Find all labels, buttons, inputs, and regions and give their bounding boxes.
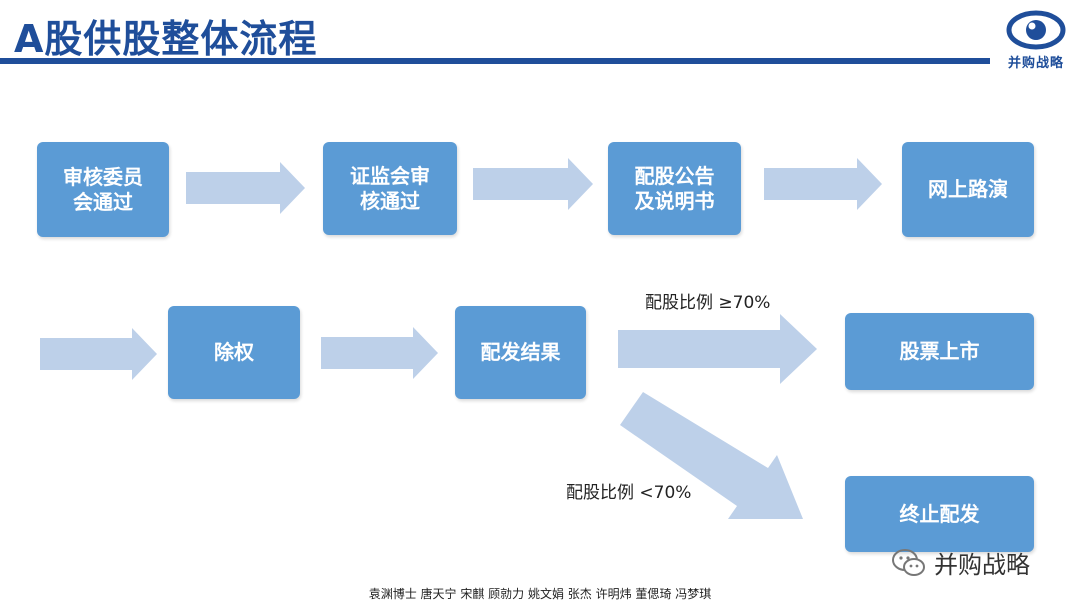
watermark: 并购战略 (892, 545, 1030, 580)
page-title: A股供股整体流程 (14, 17, 318, 61)
node-result: 配发结果 (455, 306, 586, 399)
node-csrc: 证监会审 核通过 (323, 142, 457, 235)
arrow-result-to-listing (618, 314, 817, 384)
footer-authors: 袁渊博士 唐天宁 宋麒 顾勍力 姚文娟 张杰 许明炜 董偲琦 冯梦琪 (368, 587, 712, 601)
condition-low-ratio: 配股比例 <70% (566, 483, 692, 503)
node-terminate: 终止配发 (845, 476, 1034, 552)
title-underline (0, 58, 990, 64)
arrow-csrc-to-notice (473, 158, 593, 210)
node-committee: 审核委员 会通过 (37, 142, 169, 237)
node-roadshow: 网上路演 (902, 142, 1034, 237)
arrow-exright-to-result (321, 327, 438, 379)
eye-icon (1006, 10, 1066, 50)
arrow-committee-to-csrc (186, 162, 305, 214)
node-listing: 股票上市 (845, 313, 1034, 390)
logo: 并购战略 (1002, 8, 1070, 72)
arrow-notice-to-roadshow (764, 158, 882, 210)
watermark-text: 并购战略 (934, 551, 1030, 579)
node-exright: 除权 (168, 306, 300, 399)
logo-text: 并购战略 (1007, 56, 1064, 71)
node-notice: 配股公告 及说明书 (608, 142, 741, 235)
arrow-result-to-terminate (620, 392, 803, 519)
wechat-icon (892, 548, 925, 576)
arrow-into-exright (40, 328, 157, 380)
condition-high-ratio: 配股比例 ≥70% (645, 293, 771, 313)
